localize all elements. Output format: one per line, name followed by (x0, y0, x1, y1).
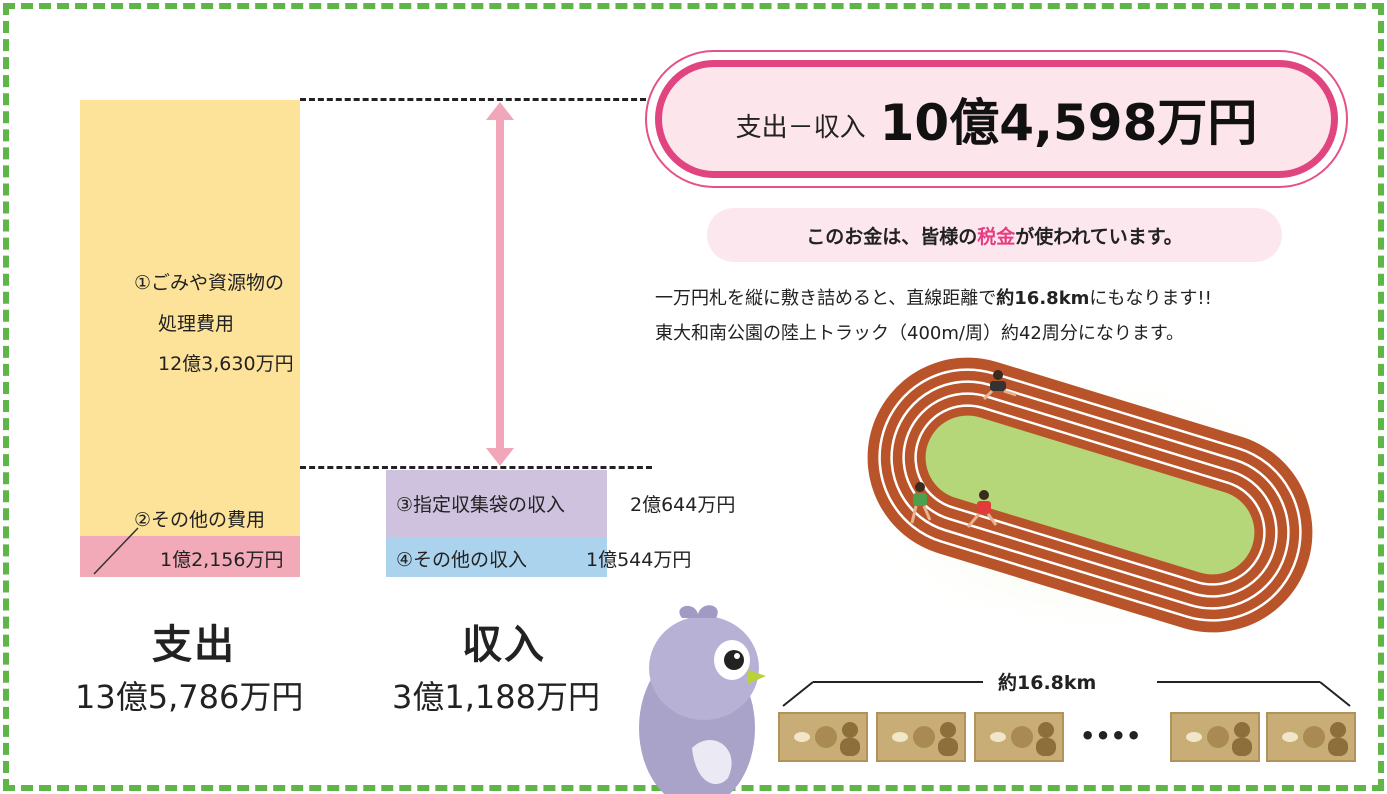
banknote-icon (1266, 712, 1356, 762)
mascot-bird-illustration (639, 605, 766, 794)
banknote-icon (778, 712, 868, 762)
processing-cost-label-2: 処理費用 (158, 313, 235, 335)
bar-other-cost (80, 536, 300, 577)
description-line-2: 東大和南公園の陸上トラック（400m/周）約42周分になります。 (655, 323, 1185, 344)
headline-amount: 10億4,598万円 (879, 94, 1258, 152)
other-income-label: ④その他の収入 (396, 549, 528, 571)
runner-icon (966, 490, 998, 528)
distance-label: 約16.8km (998, 672, 1097, 694)
banknote-icon (974, 712, 1064, 762)
leader-line (93, 527, 139, 575)
processing-cost-label-1: ①ごみや資源物の (134, 272, 285, 294)
revenue-total: 3億1,188万円 (392, 678, 600, 716)
bags-income-amount: 2億644万円 (630, 494, 736, 516)
running-track-illustration (850, 357, 1340, 645)
expenditure-label: 支出 (152, 622, 236, 668)
tax-note-highlight: 税金 (977, 225, 1016, 248)
other-cost-amount: 1億2,156万円 (160, 549, 284, 571)
bar-bags-income (386, 470, 607, 538)
revenue-label: 収入 (462, 622, 546, 668)
description-line-1: 一万円札を縦に敷き詰めると、直線距離で約16.8kmにもなります!! (655, 288, 1212, 309)
bar-other-income (386, 538, 607, 577)
tax-note-after: が使われています。 (1015, 225, 1183, 248)
dashed-line-bottom (300, 466, 652, 469)
difference-arrow (486, 102, 514, 466)
bar-processing-cost (80, 100, 300, 536)
banknote-icon (876, 712, 966, 762)
other-cost-label: ②その他の費用 (134, 509, 266, 531)
distance-bracket (782, 681, 1351, 707)
ellipsis-dots: •••• (1080, 722, 1142, 750)
headline-box: 支出－収入 10億4,598万円 (645, 50, 1348, 188)
runner-icon (910, 482, 932, 524)
bags-income-label: ③指定収集袋の収入 (396, 494, 566, 516)
expenditure-total: 13億5,786万円 (75, 678, 304, 716)
tax-note: このお金は、皆様の税金が使われています。 (707, 208, 1282, 262)
processing-cost-amount: 12億3,630万円 (158, 353, 294, 375)
banknote-icon (1170, 712, 1260, 762)
other-income-amount: 1億544万円 (586, 549, 692, 571)
tax-note-before: このお金は、皆様の (806, 225, 978, 248)
headline-prefix: 支出－収入 (735, 112, 866, 143)
runner-icon (982, 370, 1017, 401)
dashed-line-top (300, 98, 646, 101)
